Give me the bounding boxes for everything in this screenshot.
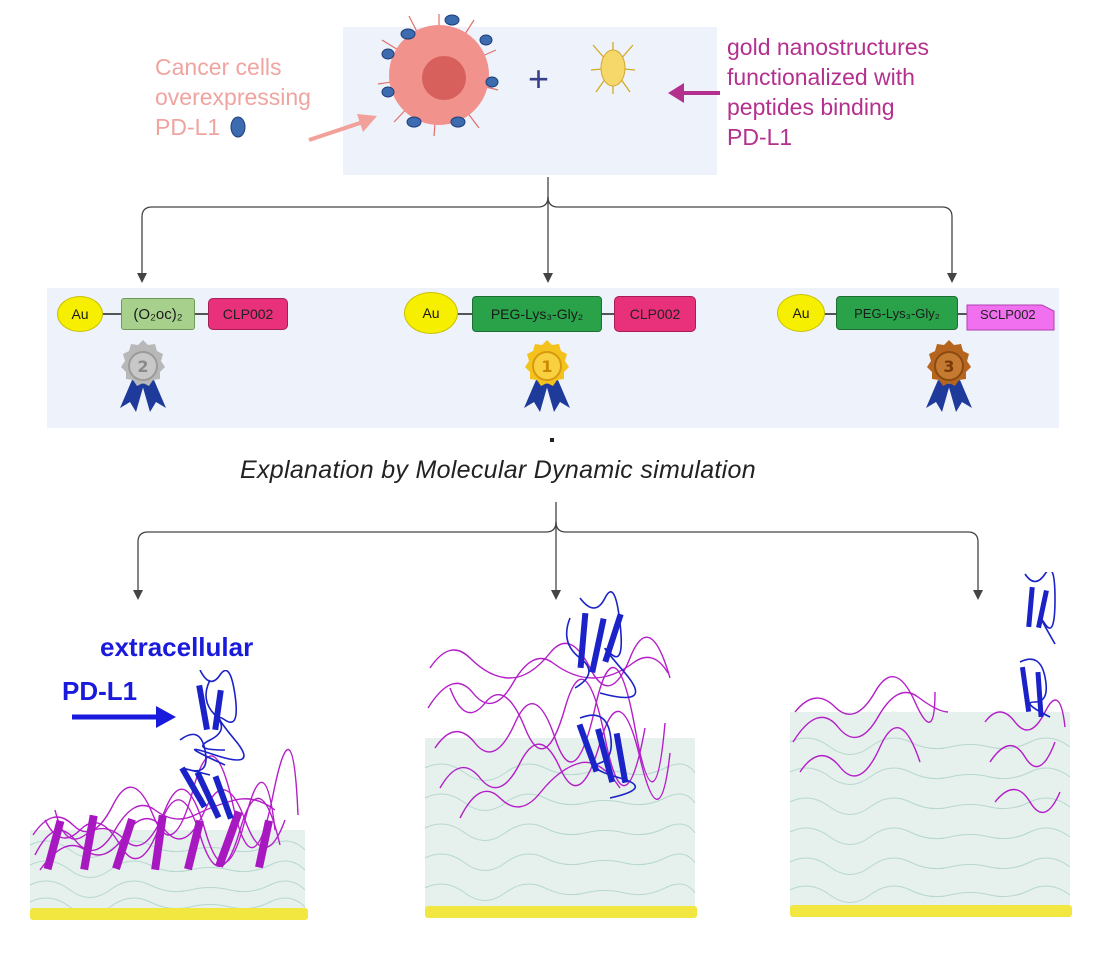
silver-medal-icon: 2 [120,340,166,412]
construct-2-peptide: CLP002 [614,296,696,332]
gold-label-line-1: gold nanostructures [727,34,930,60]
construct-3-link-a [822,313,838,315]
cancer-label-line-2: overexpressing [155,84,311,110]
construct-1-peptide: CLP002 [208,298,288,330]
construct-1-link-a [100,313,122,315]
gold-nanostructures-label: gold nanostructures functionalized with … [727,32,997,152]
construct-2-au: Au [404,292,458,334]
construct-3-peptide: SCLP002 [980,307,1036,322]
construct-2-link-a [455,313,475,315]
construct-3-au: Au [777,294,825,332]
svg-text:3: 3 [943,357,954,376]
pink-arrow-icon [308,114,377,142]
construct-3-linker: PEG-Lys₃-Gly₂ [836,296,958,330]
md-snapshot-1 [29,670,308,920]
construct-3-link-b [955,313,971,315]
construct-1-linker: (O₂oc)₂ [121,298,195,330]
bronze-medal-icon: 3 [926,340,972,412]
bracket-connector-2 [133,502,983,600]
cancer-cell-icon [377,14,499,137]
cancer-label-line-3: PD-L1 [155,112,355,142]
plus-sign: + [528,58,550,99]
extracellular-label: extracellular [100,632,254,662]
md-snapshot-3 [789,572,1072,917]
gold-nanostructure-icon [590,42,636,94]
purple-arrow-icon [668,83,720,103]
construct-1-link-b [194,313,210,315]
md-snapshot-2 [424,591,697,918]
pdl1-receptor-icon [230,116,246,138]
pdl1-label: PD-L1 [62,676,138,706]
explanation-text: Explanation by Molecular Dynamic simulat… [240,456,756,484]
construct-2-link-b [600,313,618,315]
gold-label-line-2: functionalized with [727,64,915,90]
gold-medal-icon: 1 [524,340,570,412]
construct-1-au: Au [57,296,103,332]
svg-text:1: 1 [541,357,552,376]
bracket-connector-1 [137,177,957,283]
cancer-label-pdl1: PD-L1 [155,114,221,140]
construct-3-peptide-shape [966,304,1055,331]
blue-arrow-icon [72,706,176,728]
gold-label-line-3: peptides binding [727,94,895,120]
cancer-cells-label: Cancer cells overexpressing PD-L1 [155,52,355,142]
separator-dot [550,438,554,442]
construct-2-linker: PEG-Lys₃-Gly₂ [472,296,602,332]
gold-label-line-4: PD-L1 [727,124,793,150]
cancer-label-line-1: Cancer cells [155,54,282,80]
svg-text:2: 2 [137,357,148,376]
